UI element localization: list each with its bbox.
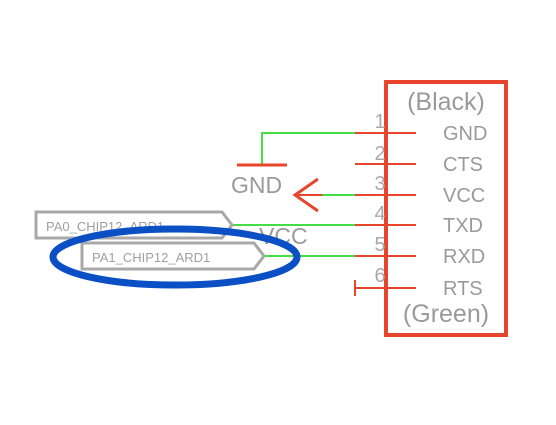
pin-1-name: GND: [443, 123, 487, 145]
pin-6-number: 6: [374, 265, 385, 287]
wire-gnd[interactable]: [261, 132, 355, 165]
pin-5-number: 5: [374, 234, 385, 256]
pin-4-name: TXD: [443, 215, 483, 237]
highlight-ellipse: [49, 225, 301, 289]
pin-6-name: RTS: [443, 278, 483, 300]
pin-3-name: VCC: [443, 185, 485, 207]
pin-5-name: RXD: [443, 246, 485, 268]
pa1-net-flag[interactable]: [80, 241, 266, 271]
pa1-net-label: PA1_CHIP12_ARD1: [92, 250, 210, 265]
pin-2-name: CTS: [443, 154, 483, 176]
pin-3-number: 3: [374, 173, 385, 195]
pin-1-number: 1: [374, 111, 385, 133]
pin-2-number: 2: [374, 143, 385, 165]
connector-bottom-label: (Green): [403, 300, 489, 328]
connector-body[interactable]: [384, 80, 508, 337]
gnd-symbol-label: GND: [231, 172, 282, 198]
pin-4-number: 4: [374, 203, 385, 225]
pin-stubs: [354, 132, 416, 296]
connector-top-label: (Black): [407, 88, 485, 116]
